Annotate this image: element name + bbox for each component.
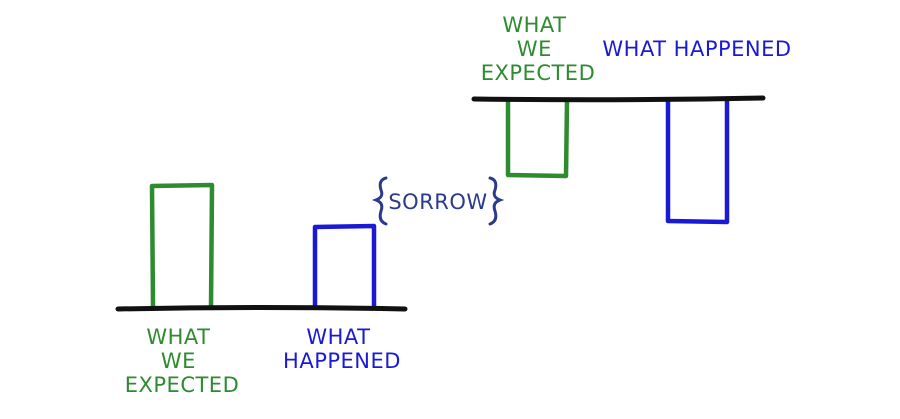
right-expected-line-3: EXPECTED <box>481 61 596 85</box>
sorrow-label: SORROW <box>388 190 487 214</box>
right-expected-line-2: WE <box>517 37 552 61</box>
sorrow-right-brace <box>488 176 505 226</box>
right-happened-bar <box>665 98 730 225</box>
left-expected-label: WHAT WE EXPECTED <box>125 325 240 397</box>
left-expected-line-2: WE <box>161 349 196 373</box>
left-panel: WHAT WE EXPECTED WHAT HAPPENED <box>115 182 408 397</box>
left-baseline <box>115 305 408 312</box>
left-happened-label: WHAT HAPPENED <box>283 325 401 373</box>
sorrow-annotation: SORROW <box>371 176 505 226</box>
left-happened-line-2: HAPPENED <box>283 349 401 373</box>
left-expected-bar <box>149 182 215 310</box>
left-expected-line-3: EXPECTED <box>125 373 240 397</box>
right-expected-label: WHAT WE EXPECTED <box>481 13 596 85</box>
right-baseline <box>471 95 766 103</box>
left-expected-line-1: WHAT <box>146 325 210 349</box>
right-expected-line-1: WHAT <box>502 13 566 37</box>
right-expected-bar <box>505 98 570 179</box>
right-happened-line-1: WHAT HAPPENED <box>602 37 791 61</box>
left-happened-bar <box>312 223 377 310</box>
right-panel: WHAT WE EXPECTED WHAT HAPPENED <box>471 13 791 225</box>
sorrow-left-brace <box>371 176 388 226</box>
left-happened-line-1: WHAT <box>306 325 370 349</box>
right-happened-label: WHAT HAPPENED <box>602 37 791 61</box>
